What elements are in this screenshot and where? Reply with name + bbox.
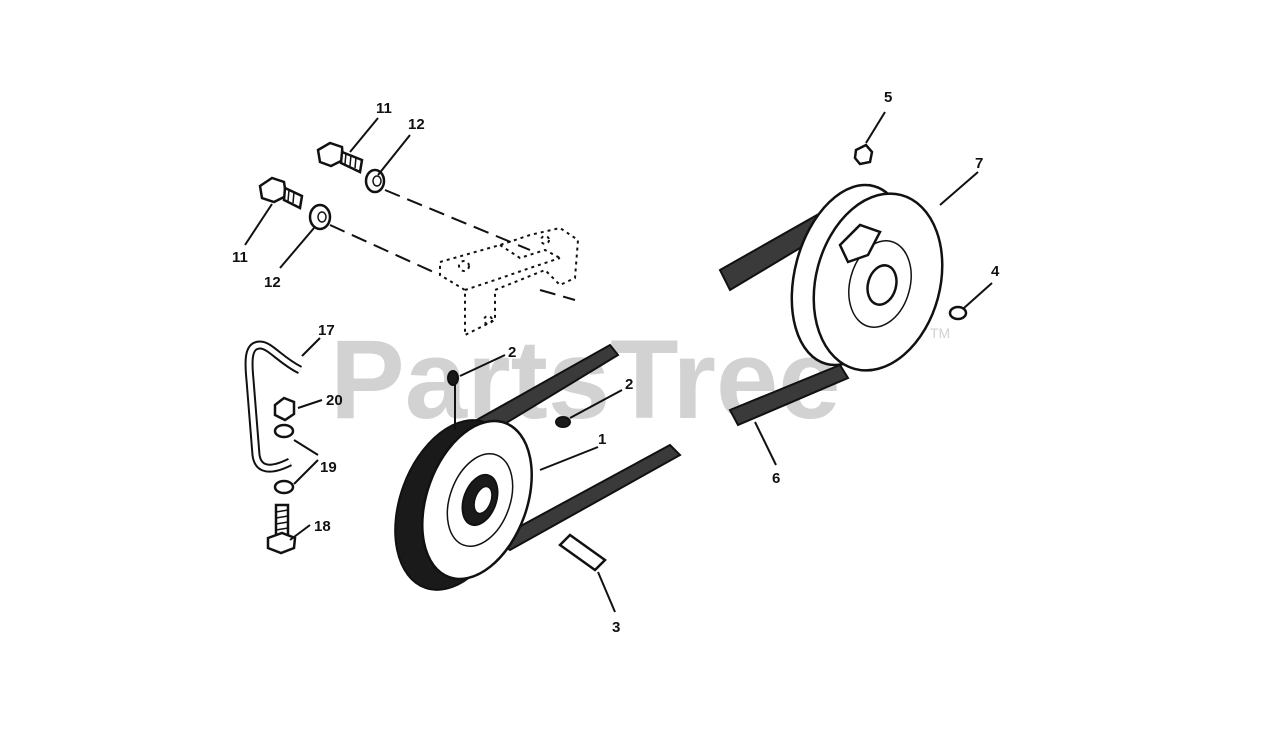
callout-1: 1 [598,431,606,448]
set-screw-5 [853,143,874,166]
callout-7: 7 [975,155,983,172]
callout-4: 4 [991,263,1000,280]
callout-6: 6 [772,470,780,487]
bracket-phantom [439,226,580,337]
bolt-18 [266,503,297,555]
callout-18: 18 [314,518,331,535]
callout-19: 19 [320,459,337,476]
callout-5: 5 [884,89,892,106]
callout-12-upper: 12 [408,116,425,133]
bolt-11-lower [258,176,304,210]
callout-3: 3 [612,619,620,636]
washer-19-upper [273,423,295,439]
set-screw-2-a [447,370,459,386]
assembly-line-lower [329,224,441,276]
key-4 [948,305,968,321]
set-screw-2-b [555,416,571,428]
nut-20 [273,396,296,422]
assembly-line-tail [539,289,576,301]
callout-11-upper: 11 [376,100,392,117]
callout-2-b: 2 [625,376,633,393]
washer-12-lower [308,203,332,231]
pulley-1 [394,419,533,591]
callout-12-lower: 12 [264,274,281,291]
leader-lines [244,111,993,613]
washer-12-upper [364,168,386,194]
bolt-11-upper [316,141,364,174]
callout-20: 20 [326,392,343,409]
watermark: PartsTree [330,317,841,442]
watermark-trademark: TM [930,325,950,341]
callout-2-a: 2 [508,344,516,361]
pulley-7 [790,183,944,372]
assembly-line-upper [384,189,531,251]
washer-19-lower [273,479,295,495]
key-3 [558,533,607,572]
callout-11-lower: 11 [232,249,248,266]
callout-17: 17 [318,322,335,339]
